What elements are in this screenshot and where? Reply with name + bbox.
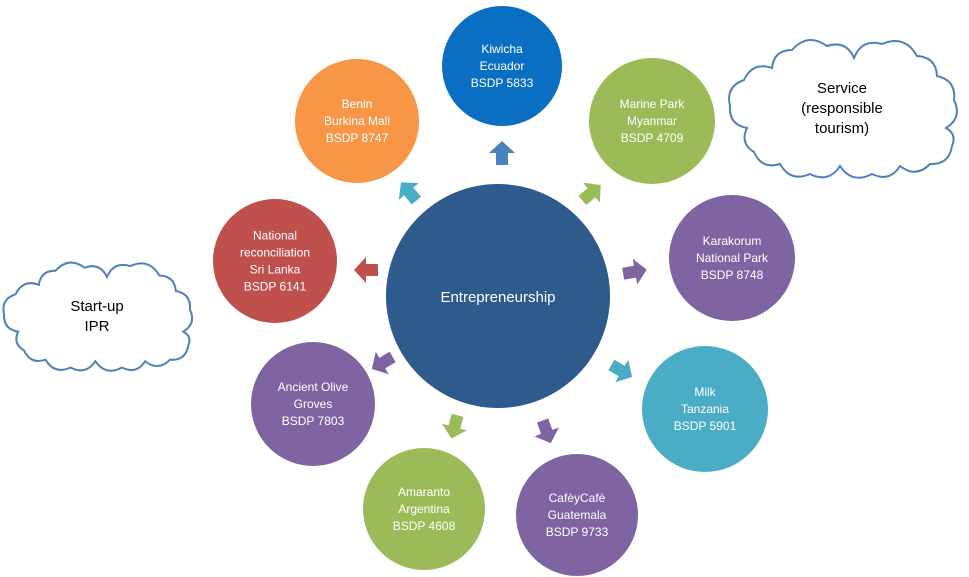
node-label-line: Groves xyxy=(294,397,333,411)
arrow-reconciliation xyxy=(354,257,378,283)
node-label-line: BSDP 4709 xyxy=(621,131,684,145)
node-circle-cafe xyxy=(516,454,638,576)
node-label-line: Milk xyxy=(694,385,716,399)
arrow-kiwicha xyxy=(489,141,515,165)
node-label-line: BSDP 5833 xyxy=(471,76,534,90)
node-circle-milk xyxy=(642,346,768,472)
arrows-layer xyxy=(354,141,647,444)
node-circle-amaranto xyxy=(363,448,485,570)
node-label-line: Burkina Mali xyxy=(324,114,390,128)
node-circle-benin xyxy=(295,59,419,183)
node-label-line: Kiwicha xyxy=(481,42,523,56)
arrow-karakorum xyxy=(622,258,647,285)
node-label-line: Marine Park xyxy=(620,97,686,111)
arrow-benin xyxy=(398,182,422,205)
node-label-line: BSDP 7803 xyxy=(282,414,345,428)
arrow-milk xyxy=(608,359,633,383)
cloud-shape-service xyxy=(728,39,958,179)
node-circle-marine-park xyxy=(589,58,715,184)
node-label-line: reconciliation xyxy=(240,246,310,260)
center-label: Entrepreneurship xyxy=(440,289,555,306)
cloud-label-line: Service xyxy=(817,80,867,97)
arrow-olive xyxy=(371,351,396,375)
node-label-line: National xyxy=(253,229,297,243)
arrow-marine-park xyxy=(578,182,601,206)
cloud-label-line: (responsible xyxy=(801,100,883,117)
node-label-line: Guatemala xyxy=(548,508,607,522)
node-label-line: Tanzania xyxy=(681,402,729,416)
node-label-line: BSDP 4608 xyxy=(393,519,456,533)
node-label-line: CafèyCafè xyxy=(549,491,606,505)
node-label-line: BSDP 9733 xyxy=(546,525,609,539)
node-label-line: National Park xyxy=(696,251,769,265)
cloud-label-line: Start-up xyxy=(70,298,123,315)
cloud-shape-startup xyxy=(2,261,194,372)
arrow-amaranto xyxy=(441,413,468,439)
node-label-line: Argentina xyxy=(398,502,450,516)
center-circle xyxy=(386,184,610,408)
cloud-label-line: IPR xyxy=(84,318,109,335)
node-circle-karakorum xyxy=(669,195,795,321)
node-label-line: Ecuador xyxy=(480,59,525,73)
node-label-line: BSDP 8747 xyxy=(326,131,389,145)
node-label-line: Karakorum xyxy=(703,234,762,248)
node-label-line: Sri Lanka xyxy=(250,263,301,277)
cloud-label-line: tourism) xyxy=(815,120,869,137)
arrow-cafe xyxy=(534,418,559,444)
cloud-service: Service (responsible tourism) xyxy=(728,39,958,179)
node-circle-kiwicha xyxy=(442,6,562,126)
node-label-line: Myanmar xyxy=(627,114,677,128)
node-circle-reconciliation xyxy=(213,199,337,323)
node-label-line: Ancient Olive xyxy=(278,380,349,394)
node-circle-olive xyxy=(251,342,375,466)
node-label-line: Benin xyxy=(342,97,373,111)
node-label-line: BSDP 6141 xyxy=(244,280,307,294)
node-label-line: BSDP 8748 xyxy=(701,268,764,282)
node-label-line: Amaranto xyxy=(398,485,450,499)
node-label-line: BSDP 5901 xyxy=(674,419,737,433)
